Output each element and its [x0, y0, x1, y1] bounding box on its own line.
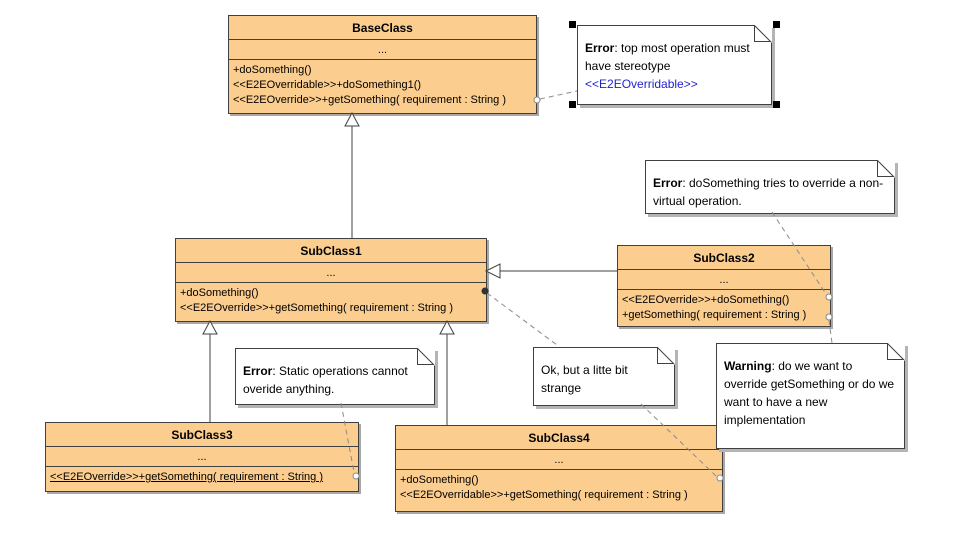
note-body: : top most operation must have stereotyp…	[585, 41, 750, 73]
class-attributes-ellipsis: ...	[46, 447, 358, 467]
operation-static[interactable]: <<E2EOverride>>+getSomething( requiremen…	[50, 471, 324, 483]
class-attributes-ellipsis: ...	[229, 40, 536, 60]
class-attributes-ellipsis: ...	[396, 450, 722, 470]
note-anchor-subclass1-ok-note[interactable]	[481, 287, 558, 346]
note-body: : do we want to override getSomething or…	[724, 359, 895, 427]
note-fold-icon	[657, 347, 675, 365]
generalization-subclass1-baseclass[interactable]	[344, 111, 360, 238]
note-keyword: Warning	[724, 359, 772, 373]
class-title[interactable]: SubClass1	[176, 239, 486, 263]
operation[interactable]: +doSomething()	[400, 474, 479, 486]
class-subclass2[interactable]: SubClass2 ... <<E2EOverride>>+doSomethin…	[617, 245, 831, 327]
generalization-subclass4-subclass1[interactable]	[439, 319, 455, 425]
class-title[interactable]: SubClass4	[396, 426, 722, 450]
class-operations: +doSomething() <<E2EOverridable>>+doSome…	[229, 60, 536, 113]
note-text: Ok, but a litte bit strange	[534, 348, 674, 401]
class-operations: +doSomething() <<E2EOverride>>+getSometh…	[176, 283, 486, 321]
note-fold-icon	[754, 25, 772, 43]
selection-handle[interactable]	[773, 21, 780, 28]
generalization-subclass3-subclass1[interactable]	[202, 319, 218, 422]
operation[interactable]: <<E2EOverridable>>+doSomething1()	[233, 79, 422, 91]
class-operations: <<E2EOverride>>+doSomething() +getSometh…	[618, 290, 830, 326]
selection-handle[interactable]	[569, 101, 576, 108]
class-attributes-ellipsis: ...	[176, 263, 486, 283]
class-title[interactable]: SubClass2	[618, 246, 830, 270]
note-body: : Static operations cannot overide anyth…	[243, 364, 408, 396]
note-body: Ok, but a litte bit strange	[541, 363, 628, 395]
operation[interactable]: +doSomething()	[233, 64, 312, 76]
class-subclass3[interactable]: SubClass3 ... <<E2EOverride>>+getSomethi…	[45, 422, 359, 492]
note-body: : doSomething tries to override a non-vi…	[653, 176, 884, 208]
note-text: Error: doSomething tries to override a n…	[646, 161, 894, 214]
note-ok-strange[interactable]: Ok, but a litte bit strange	[533, 347, 675, 406]
note-error-stereotype[interactable]: Error: top most operation must have ster…	[569, 21, 780, 108]
note-keyword: Error	[243, 364, 273, 378]
operation[interactable]: <<E2EOverride>>+doSomething()	[622, 294, 790, 306]
note-warning-override[interactable]: Warning: do we want to override getSomet…	[716, 343, 905, 449]
selection-handle[interactable]	[569, 21, 576, 28]
operation[interactable]: +doSomething()	[180, 287, 259, 299]
note-fold-icon	[417, 348, 435, 366]
class-baseclass[interactable]: BaseClass ... +doSomething() <<E2EOverri…	[228, 15, 537, 114]
note-fold-icon	[877, 160, 895, 178]
class-attributes-ellipsis: ...	[618, 270, 830, 290]
selection-handle[interactable]	[773, 101, 780, 108]
operation[interactable]: <<E2EOverride>>+getSomething( requiremen…	[233, 94, 507, 106]
note-keyword: Error	[653, 176, 683, 190]
operation[interactable]: <<E2EOverride>>+getSomething( requiremen…	[180, 302, 454, 314]
operation[interactable]: <<E2EOverridable>>+getSomething( require…	[400, 489, 688, 501]
note-text: Error: Static operations cannot overide …	[236, 349, 434, 402]
class-title[interactable]: BaseClass	[229, 16, 536, 40]
class-title[interactable]: SubClass3	[46, 423, 358, 447]
note-fold-icon	[887, 343, 905, 361]
note-keyword: Error	[585, 41, 615, 55]
operation[interactable]: +getSomething( requirement : String )	[622, 309, 807, 321]
note-text: Error: top most operation must have ster…	[578, 26, 771, 97]
class-subclass4[interactable]: SubClass4 ... +doSomething() <<E2EOverri…	[395, 425, 723, 512]
note-error-nonvirtual[interactable]: Error: doSomething tries to override a n…	[645, 160, 895, 214]
stereotype-link[interactable]: <<E2EOverridable>>	[585, 77, 698, 91]
class-operations: <<E2EOverride>>+getSomething( requiremen…	[46, 467, 358, 491]
class-operations: +doSomething() <<E2EOverridable>>+getSom…	[396, 470, 722, 511]
generalization-subclass2-subclass1[interactable]	[484, 263, 617, 279]
note-text: Warning: do we want to override getSomet…	[717, 344, 904, 433]
class-subclass1[interactable]: SubClass1 ... +doSomething() <<E2EOverri…	[175, 238, 487, 322]
note-error-static[interactable]: Error: Static operations cannot overide …	[235, 348, 435, 405]
